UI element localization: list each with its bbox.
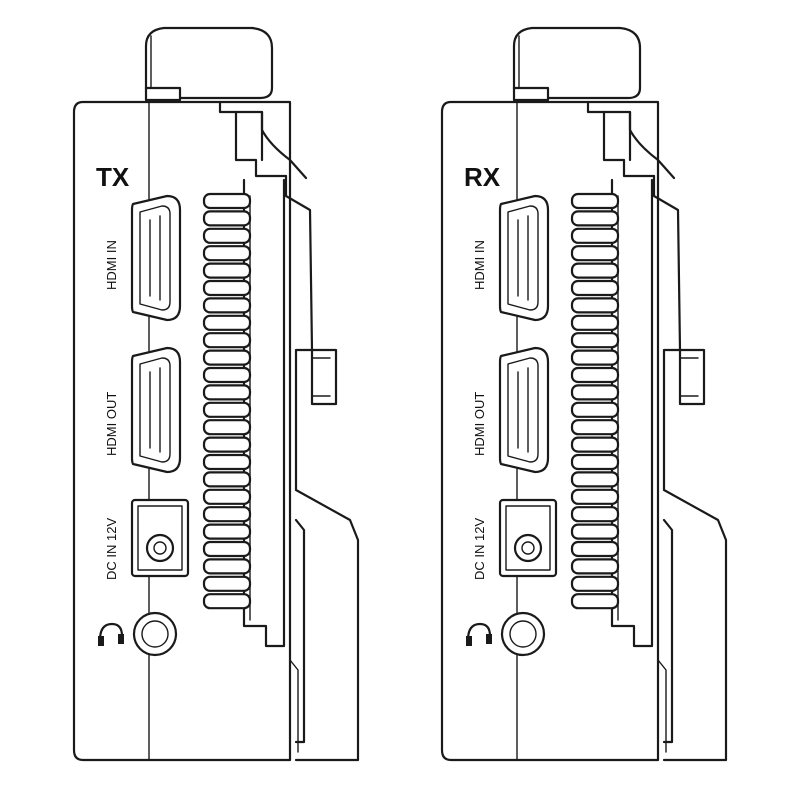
hdmi-in-label: HDMI IN xyxy=(104,240,119,290)
headphone-icon xyxy=(98,622,124,646)
dc-in-port xyxy=(130,498,190,578)
cooling-fin xyxy=(202,575,252,592)
cooling-fin xyxy=(570,366,620,384)
cooling-fin xyxy=(570,210,620,227)
cooling-fin xyxy=(202,506,252,523)
hdmi-out-label: HDMI OUT xyxy=(472,392,487,456)
cooling-fin xyxy=(202,227,252,244)
hdmi-in-port xyxy=(130,194,182,322)
cooling-fin xyxy=(202,210,252,227)
cooling-fin xyxy=(570,453,620,471)
cooling-fin xyxy=(202,279,252,297)
cooling-fin xyxy=(202,245,252,262)
cooling-fin xyxy=(570,436,620,453)
cooling-fin xyxy=(202,349,252,366)
cooling-fin xyxy=(570,262,620,279)
hdmi-out-port xyxy=(130,346,182,474)
rx-unit: RX HDMI IN HDMI OUT DC IN 12V xyxy=(440,26,728,762)
cooling-fin xyxy=(202,297,252,314)
hdmi-in-label: HDMI IN xyxy=(472,240,487,290)
cooling-fin xyxy=(202,332,252,349)
cooling-fin xyxy=(202,593,252,610)
headphone-jack xyxy=(500,611,546,657)
cooling-fin xyxy=(570,384,620,401)
cooling-fin xyxy=(202,401,252,418)
cooling-fins xyxy=(570,192,620,610)
antenna-cap xyxy=(512,26,642,102)
cooling-fin xyxy=(570,332,620,349)
dc-in-port xyxy=(498,498,558,578)
hdmi-out-port xyxy=(498,346,550,474)
cooling-fin xyxy=(570,523,620,540)
dc-in-label: DC IN 12V xyxy=(472,518,487,580)
cooling-fin xyxy=(570,593,620,610)
cooling-fin xyxy=(202,453,252,471)
unit-title: RX xyxy=(464,162,501,192)
cooling-fin xyxy=(570,488,620,505)
cooling-fin xyxy=(202,471,252,488)
cooling-fin xyxy=(202,488,252,505)
headphone-jack xyxy=(132,611,178,657)
cooling-fin xyxy=(570,297,620,314)
cooling-fin xyxy=(570,401,620,418)
cooling-fin xyxy=(570,506,620,523)
cooling-fin xyxy=(202,366,252,384)
cooling-fin xyxy=(202,384,252,401)
cooling-fin xyxy=(202,192,252,210)
cooling-fin xyxy=(202,419,252,436)
hdmi-out-label: HDMI OUT xyxy=(104,392,119,456)
headphone-icon xyxy=(466,622,492,646)
cooling-fins xyxy=(202,192,252,610)
tx-unit: TX HDMI IN HDMI OUT DC IN 12V xyxy=(72,26,360,762)
cooling-fin xyxy=(202,262,252,279)
cooling-fin xyxy=(570,192,620,210)
cooling-fin xyxy=(570,471,620,488)
antenna-cap xyxy=(144,26,274,102)
cooling-fin xyxy=(202,436,252,453)
cooling-fin xyxy=(202,540,252,558)
dc-in-label: DC IN 12V xyxy=(104,518,119,580)
cooling-fin xyxy=(570,227,620,244)
cooling-fin xyxy=(202,314,252,331)
cooling-fin xyxy=(202,558,252,575)
cooling-fin xyxy=(570,279,620,297)
cooling-fin xyxy=(570,540,620,558)
unit-title: TX xyxy=(96,162,130,192)
cooling-fin xyxy=(570,575,620,592)
cooling-fin xyxy=(202,523,252,540)
cooling-fin xyxy=(570,245,620,262)
cooling-fin xyxy=(570,558,620,575)
hdmi-in-port xyxy=(498,194,550,322)
cooling-fin xyxy=(570,314,620,331)
cooling-fin xyxy=(570,419,620,436)
cooling-fin xyxy=(570,349,620,366)
